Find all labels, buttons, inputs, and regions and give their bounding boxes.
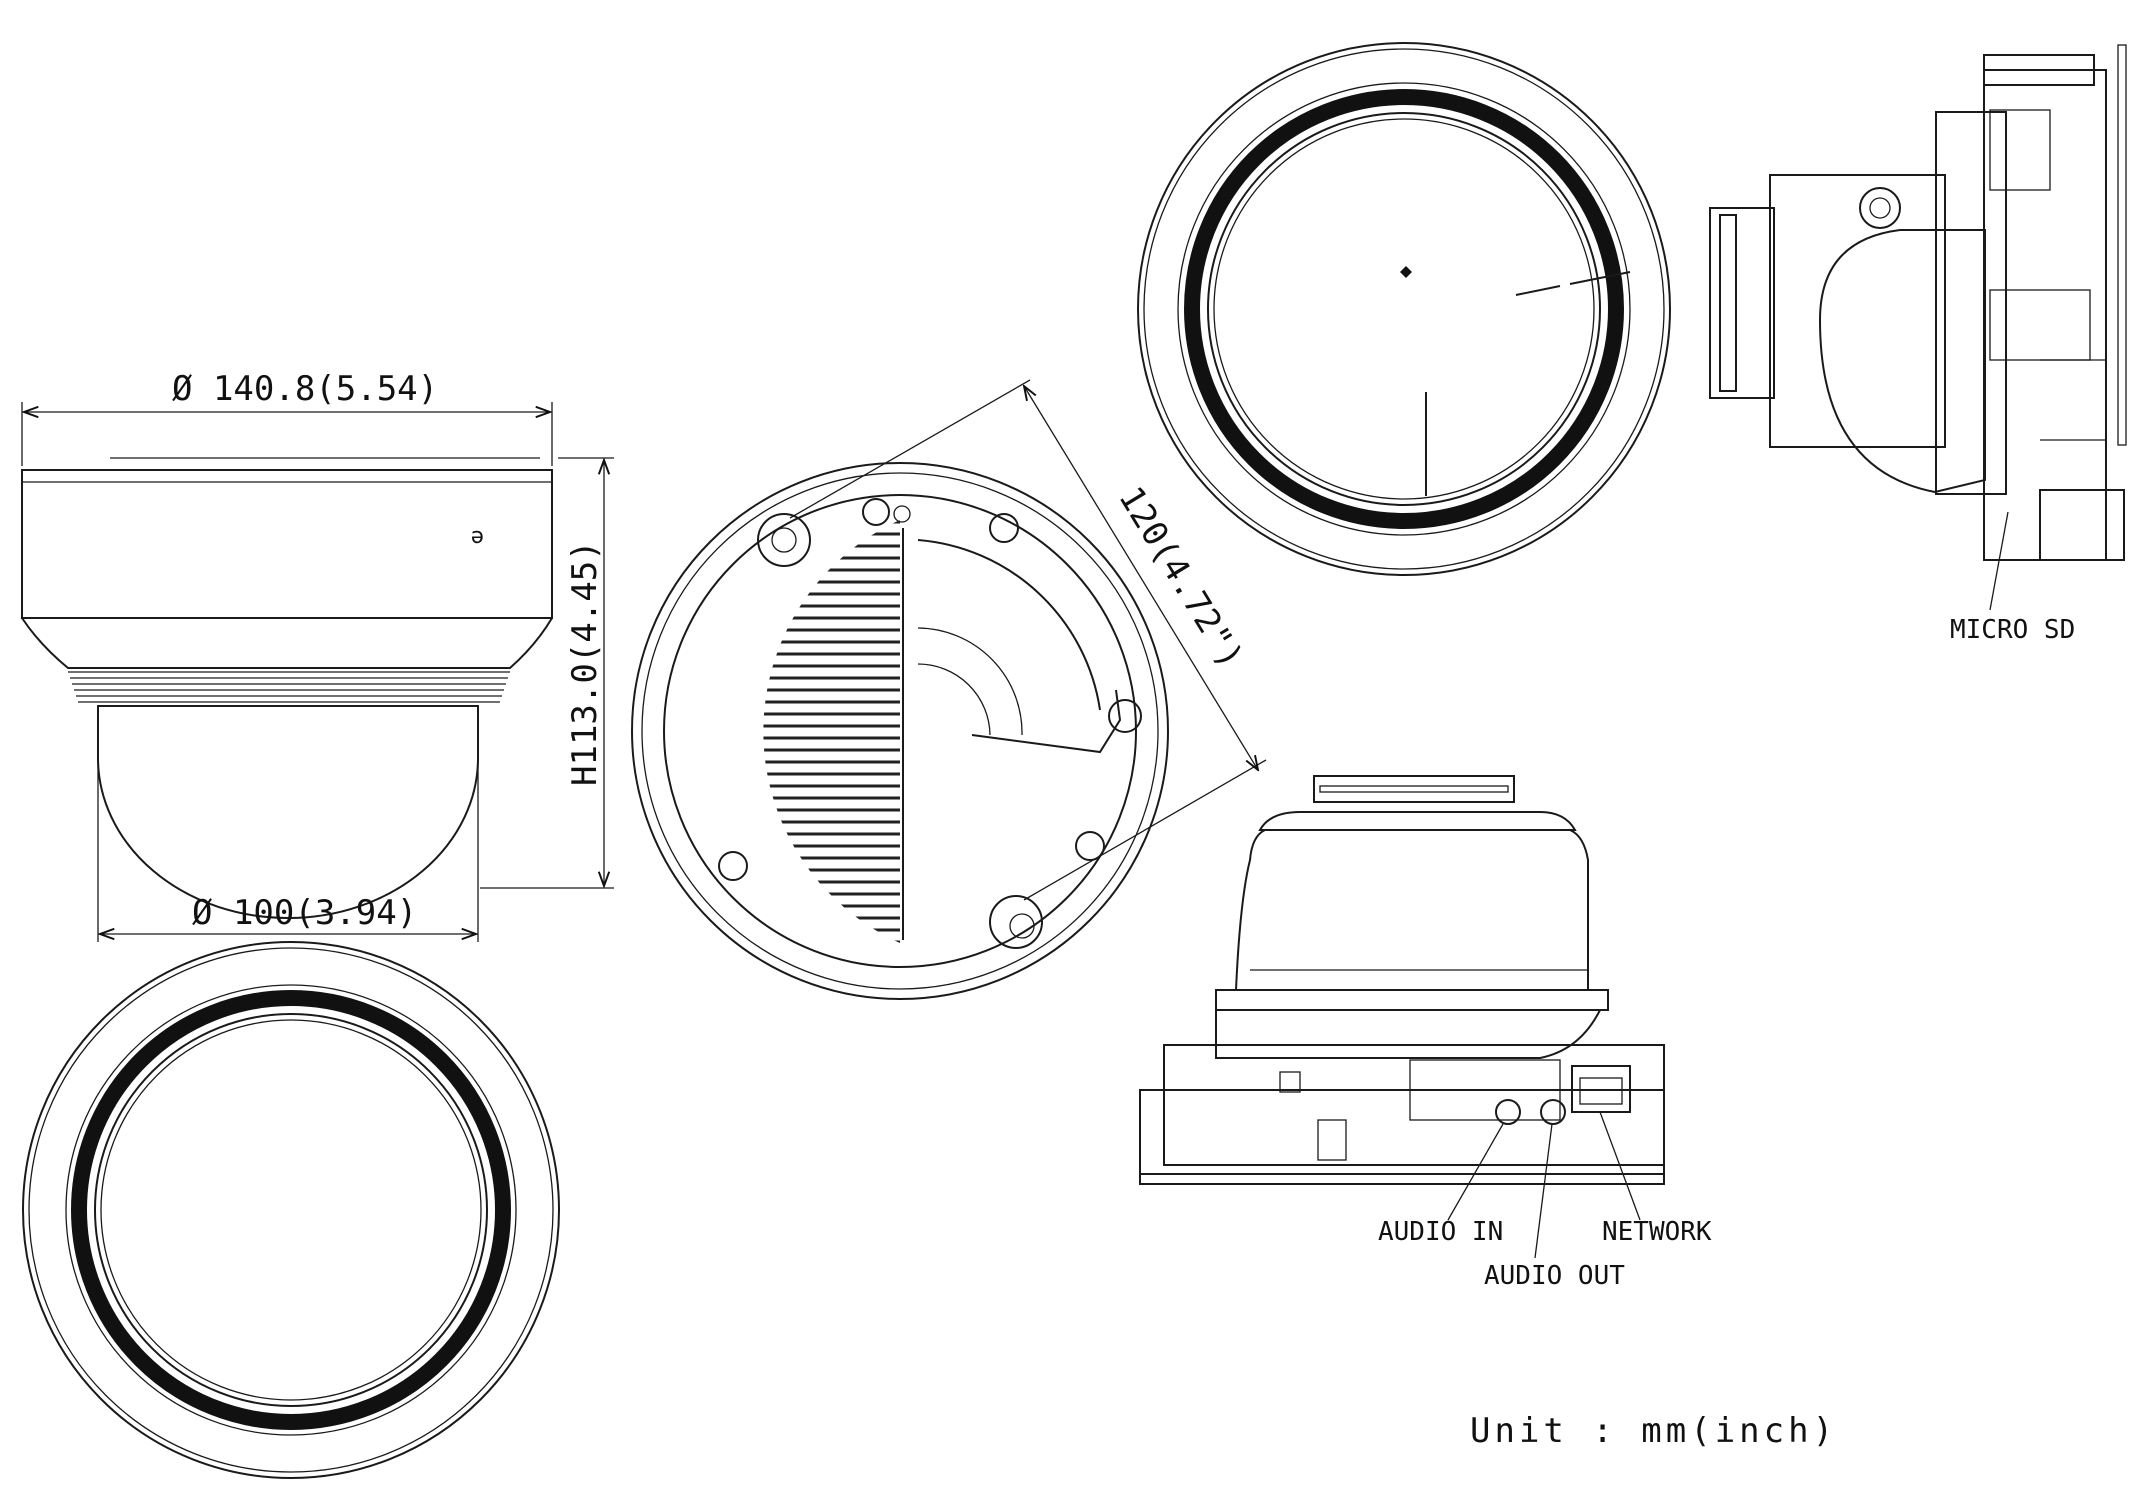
screw-icon	[1075, 831, 1105, 861]
audio-in-port-icon	[1495, 1099, 1521, 1125]
mount-plate-view: 120(4.72")	[631, 379, 1267, 1000]
mount-hole-bottom	[989, 895, 1043, 949]
heat-sink-fins	[763, 520, 900, 943]
screw-icon	[718, 851, 748, 881]
callout-micro-sd: MICRO SD	[1950, 615, 2075, 645]
side-profile-view: MICRO SD	[1709, 44, 2127, 645]
svg-text:e: e	[471, 525, 484, 550]
housing-ribs	[68, 671, 510, 703]
callout-audio-in: AUDIO IN	[1378, 1217, 1503, 1247]
base-view: AUDIO IN AUDIO OUT NETWORK	[1139, 775, 1712, 1291]
housing-diameter-label: Ø 140.8(5.54)	[172, 369, 438, 409]
dome-diameter-label: Ø 100(3.94)	[192, 893, 417, 933]
network-port-icon	[1571, 1065, 1631, 1113]
side-view: e Ø 140.8(5.54) Ø 100(3.94) H113.0(4.45)	[21, 369, 614, 942]
screw-icon	[989, 513, 1019, 543]
screw-icon	[862, 498, 890, 526]
mount-hole-top	[757, 513, 811, 567]
callout-network: NETWORK	[1602, 1217, 1712, 1247]
bottom-view	[22, 941, 560, 1479]
audio-out-port-icon	[1540, 1099, 1566, 1125]
screw-icon	[1859, 187, 1901, 229]
callout-audio-out: AUDIO OUT	[1484, 1261, 1625, 1291]
height-label: H113.0(4.45)	[565, 540, 605, 786]
unit-note: Unit : mm(inch)	[1470, 1411, 1837, 1451]
top-view	[1137, 42, 1671, 576]
